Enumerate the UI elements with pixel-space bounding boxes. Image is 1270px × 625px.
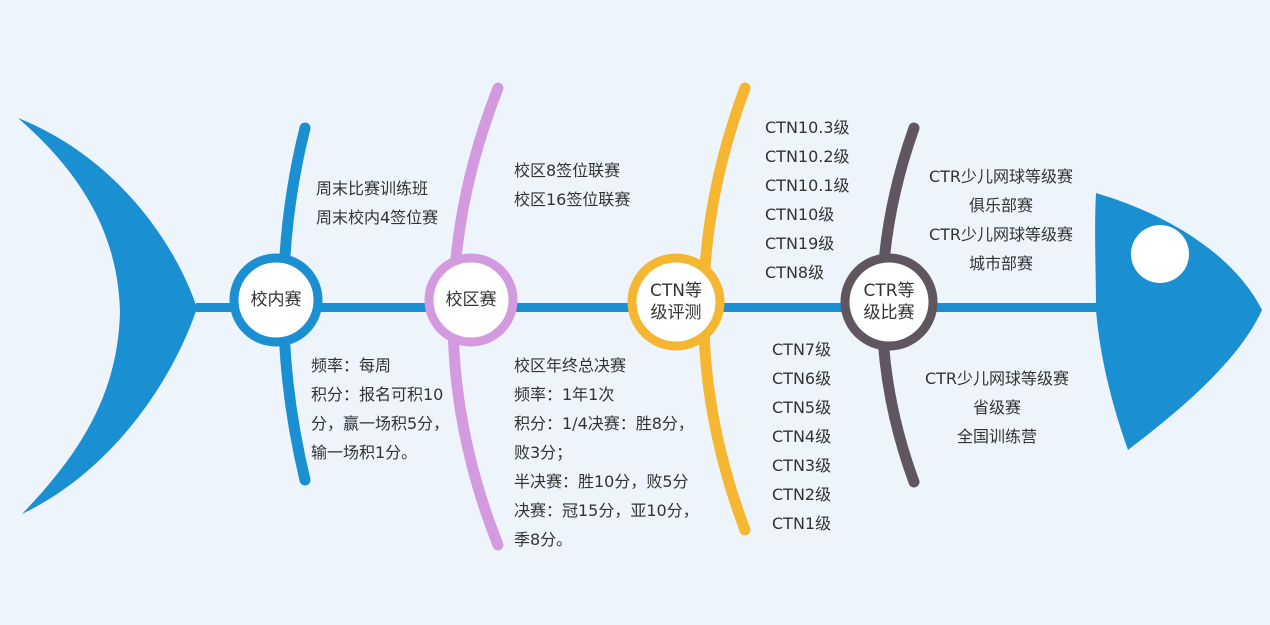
text-line: CTR少儿网球等级赛 xyxy=(924,369,1070,388)
text-line: 分，赢一场积5分， xyxy=(311,414,450,433)
text-line: 校区16签位联赛 xyxy=(514,190,631,209)
stage-2-label-line: 校区赛 xyxy=(445,290,497,310)
text-line: CTN8级 xyxy=(765,263,825,282)
stage-1-label: 校内赛 xyxy=(234,258,318,342)
stage-2-bottom-text: 校区年终总决赛 频率：1年1次 积分：1/4决赛：胜8分， 败3分； 半决赛：胜… xyxy=(514,351,699,554)
text-line: CTN4级 xyxy=(772,427,832,446)
fish-head xyxy=(1095,193,1262,450)
text-line: 决赛：冠15分，亚10分， xyxy=(514,501,699,520)
node-circle-1 xyxy=(229,253,323,347)
text-line: 半决赛：胜10分，败5分 xyxy=(514,472,689,491)
stage-3-label-line: 级评测 xyxy=(650,303,702,323)
text-line: CTR少儿网球等级赛 xyxy=(928,225,1074,244)
fish-eye xyxy=(1131,225,1189,283)
text-line: CTN10.3级 xyxy=(765,118,850,137)
text-line: 省级赛 xyxy=(972,398,1021,417)
text-line: 输一场积1分。 xyxy=(311,443,418,462)
text-line: CTN6级 xyxy=(772,369,832,388)
stage-3-top-text: CTN10.3级 CTN10.2级 CTN10.1级 CTN10级 CTN19级… xyxy=(765,113,850,287)
text-line: 频率：每周 xyxy=(311,356,392,375)
text-line: CTN1级 xyxy=(772,514,832,533)
stage-4-bottom-text: CTR少儿网球等级赛 省级赛 全国训练营 xyxy=(910,364,1084,451)
text-line: 积分：报名可积10 xyxy=(311,385,444,404)
stage-4-label-line: 级比赛 xyxy=(863,303,915,323)
text-line: 周末比赛训练班 xyxy=(316,179,429,198)
stage-3-label: CTN等 级评测 xyxy=(632,258,720,346)
fish-tail xyxy=(18,118,197,514)
text-line: CTR少儿网球等级赛 xyxy=(928,167,1074,186)
text-line: 频率：1年1次 xyxy=(514,385,615,404)
text-line: CTN3级 xyxy=(772,456,832,475)
text-line: 全国训练营 xyxy=(956,427,1037,446)
text-line: CTN2级 xyxy=(772,485,832,504)
stage-3-label-line: CTN等 xyxy=(650,281,702,301)
stage-1-label-line: 校内赛 xyxy=(250,290,302,310)
text-line: CTN10级 xyxy=(765,205,835,224)
text-line: 败3分； xyxy=(514,443,573,462)
stage-1-top-text: 周末比赛训练班 周末校内4签位赛 xyxy=(316,174,438,232)
text-line: CTN10.1级 xyxy=(765,176,850,195)
text-line: CTN5级 xyxy=(772,398,832,417)
text-line: CTN19级 xyxy=(765,234,835,253)
stage-4-top-text: CTR少儿网球等级赛 俱乐部赛 CTR少儿网球等级赛 城市部赛 xyxy=(914,162,1088,278)
stage-1-bottom-text: 频率：每周 积分：报名可积10 分，赢一场积5分， 输一场积1分。 xyxy=(311,351,449,467)
stage-2-label: 校区赛 xyxy=(429,258,513,342)
text-line: CTN7级 xyxy=(772,340,832,359)
stage-2-top-text: 校区8签位联赛 校区16签位联赛 xyxy=(514,156,630,214)
stage-4-label-line: CTR等 xyxy=(863,281,915,301)
text-line: 俱乐部赛 xyxy=(968,196,1033,215)
node-circle-3 xyxy=(627,253,725,351)
node-circle-2 xyxy=(424,253,518,347)
text-line: 季8分。 xyxy=(514,530,573,549)
text-line: 积分：1/4决赛：胜8分， xyxy=(514,414,694,433)
stage-3-bottom-text: CTN7级 CTN6级 CTN5级 CTN4级 CTN3级 CTN2级 CTN1… xyxy=(772,335,831,538)
text-line: 校区年终总决赛 xyxy=(514,356,627,375)
text-line: 城市部赛 xyxy=(968,254,1033,273)
stage-4-label: CTR等 级比赛 xyxy=(845,258,933,346)
text-line: CTN10.2级 xyxy=(765,147,850,166)
text-line: 校区8签位联赛 xyxy=(514,161,621,180)
text-line: 周末校内4签位赛 xyxy=(316,208,439,227)
node-circle-4 xyxy=(840,253,938,351)
